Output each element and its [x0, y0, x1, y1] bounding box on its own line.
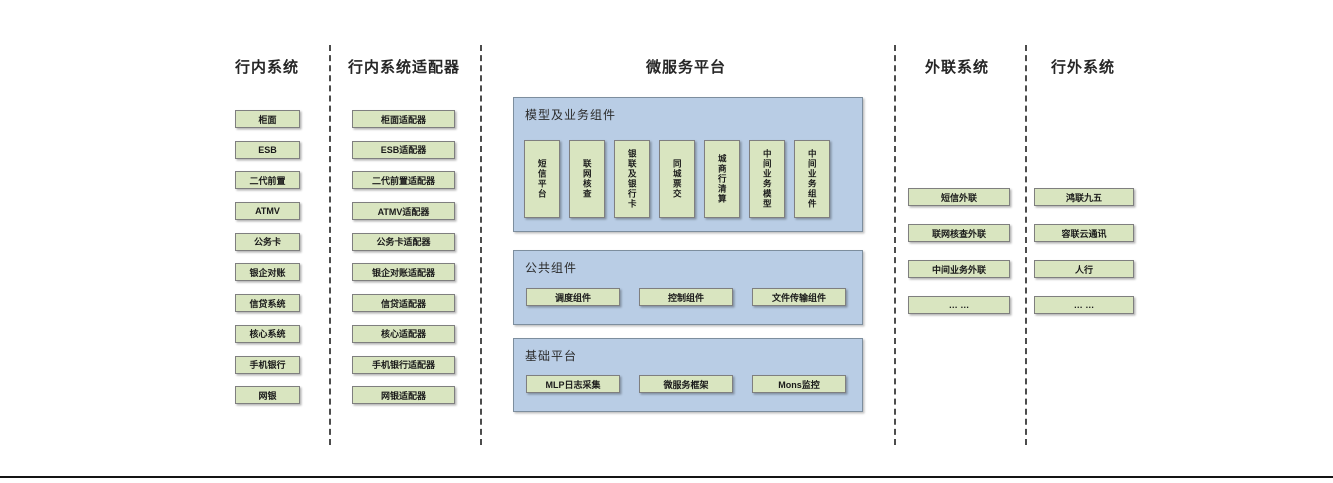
- system-box: 容联云通讯: [1034, 224, 1134, 242]
- system-box: … …: [908, 296, 1010, 314]
- component-box: Mons监控: [752, 375, 846, 393]
- model-component-list: 短信平台联网核查银联及银行卡同城票交城商行清算中间业务模型中间业务组件: [524, 140, 830, 218]
- system-box: 手机银行: [235, 355, 300, 374]
- adapter-box: 手机银行适配器: [352, 355, 455, 374]
- component-box: 中间业务模型: [749, 140, 785, 218]
- system-box: ESB: [235, 140, 300, 159]
- base-platform-list: MLP日志采集 微服务框架 Mons监控: [526, 375, 846, 393]
- component-box: 联网核查: [569, 140, 605, 218]
- outside-system-list: 鸿联九五容联云通讯人行 … …: [1034, 188, 1134, 314]
- system-box: 人行: [1034, 260, 1134, 278]
- adapter-box: 公务卡适配器: [352, 232, 455, 251]
- system-box: 网银: [235, 386, 300, 405]
- adapter-box: 二代前置适配器: [352, 171, 455, 190]
- component-box: 微服务框架: [639, 375, 733, 393]
- system-box: 中间业务外联: [908, 260, 1010, 278]
- section-public-components: 公共组件 调度组件 控制组件 文件传输组件: [513, 250, 863, 325]
- section-title: 公共组件: [525, 261, 578, 275]
- section-model-business-components: 模型及业务组件 短信平台联网核查银联及银行卡同城票交城商行清算中间业务模型中间业…: [513, 97, 863, 232]
- component-box: 控制组件: [639, 288, 733, 306]
- component-box: 银联及银行卡: [614, 140, 650, 218]
- component-box: MLP日志采集: [526, 375, 620, 393]
- dashed-separator: [329, 45, 331, 445]
- section-title: 基础平台: [525, 349, 578, 363]
- dashed-separator: [1025, 45, 1027, 445]
- component-box: 中间业务组件: [794, 140, 830, 218]
- section-base-platform: 基础平台 MLP日志采集 微服务框架 Mons监控: [513, 338, 863, 412]
- adapter-box: ESB适配器: [352, 140, 455, 159]
- adapter-list: 柜面适配器 ESB适配器二代前置适配器 ATMV适配器公务卡适配器银企对账适配器信贷…: [352, 110, 455, 405]
- system-box: 联网核查外联: [908, 224, 1010, 242]
- system-box: 柜面: [235, 110, 300, 128]
- component-box: 城商行清算: [704, 140, 740, 218]
- component-box: 短信平台: [524, 140, 560, 218]
- adapter-box: 柜面适配器: [352, 110, 455, 128]
- column-title-adapters: 行内系统适配器: [347, 59, 461, 76]
- system-box: 公务卡: [235, 232, 300, 251]
- adapter-box: 银企对账适配器: [352, 263, 455, 282]
- dashed-separator: [480, 45, 482, 445]
- system-box: 核心系统: [235, 324, 300, 343]
- external-system-list: 短信外联联网核查外联中间业务外联 … …: [908, 188, 1010, 314]
- component-box: 调度组件: [526, 288, 620, 306]
- system-box: 短信外联: [908, 188, 1010, 206]
- column-title-outside: 行外系统: [1050, 59, 1116, 76]
- adapter-box: 网银适配器: [352, 386, 455, 405]
- dashed-separator: [894, 45, 896, 445]
- adapter-box: 核心适配器: [352, 324, 455, 343]
- system-box: 信贷系统: [235, 294, 300, 313]
- adapter-box: ATMV适配器: [352, 202, 455, 221]
- column-title-in-bank: 行内系统: [234, 59, 300, 76]
- system-box: … …: [1034, 296, 1134, 314]
- system-box: 鸿联九五: [1034, 188, 1134, 206]
- adapter-box: 信贷适配器: [352, 294, 455, 313]
- column-title-platform: 微服务平台: [645, 59, 727, 76]
- section-title: 模型及业务组件: [525, 108, 617, 122]
- component-box: 同城票交: [659, 140, 695, 218]
- public-component-list: 调度组件 控制组件 文件传输组件: [526, 288, 846, 306]
- in-bank-system-list: 柜面 ESB 二代前置 ATMV 公务卡银企对账信贷系统核心系统手机银行网银: [235, 110, 300, 405]
- system-box: 二代前置: [235, 171, 300, 190]
- column-title-external: 外联系统: [924, 59, 990, 76]
- system-box: 银企对账: [235, 263, 300, 282]
- system-box: ATMV: [235, 202, 300, 221]
- component-box: 文件传输组件: [752, 288, 846, 306]
- bottom-divider-line: [0, 476, 1333, 478]
